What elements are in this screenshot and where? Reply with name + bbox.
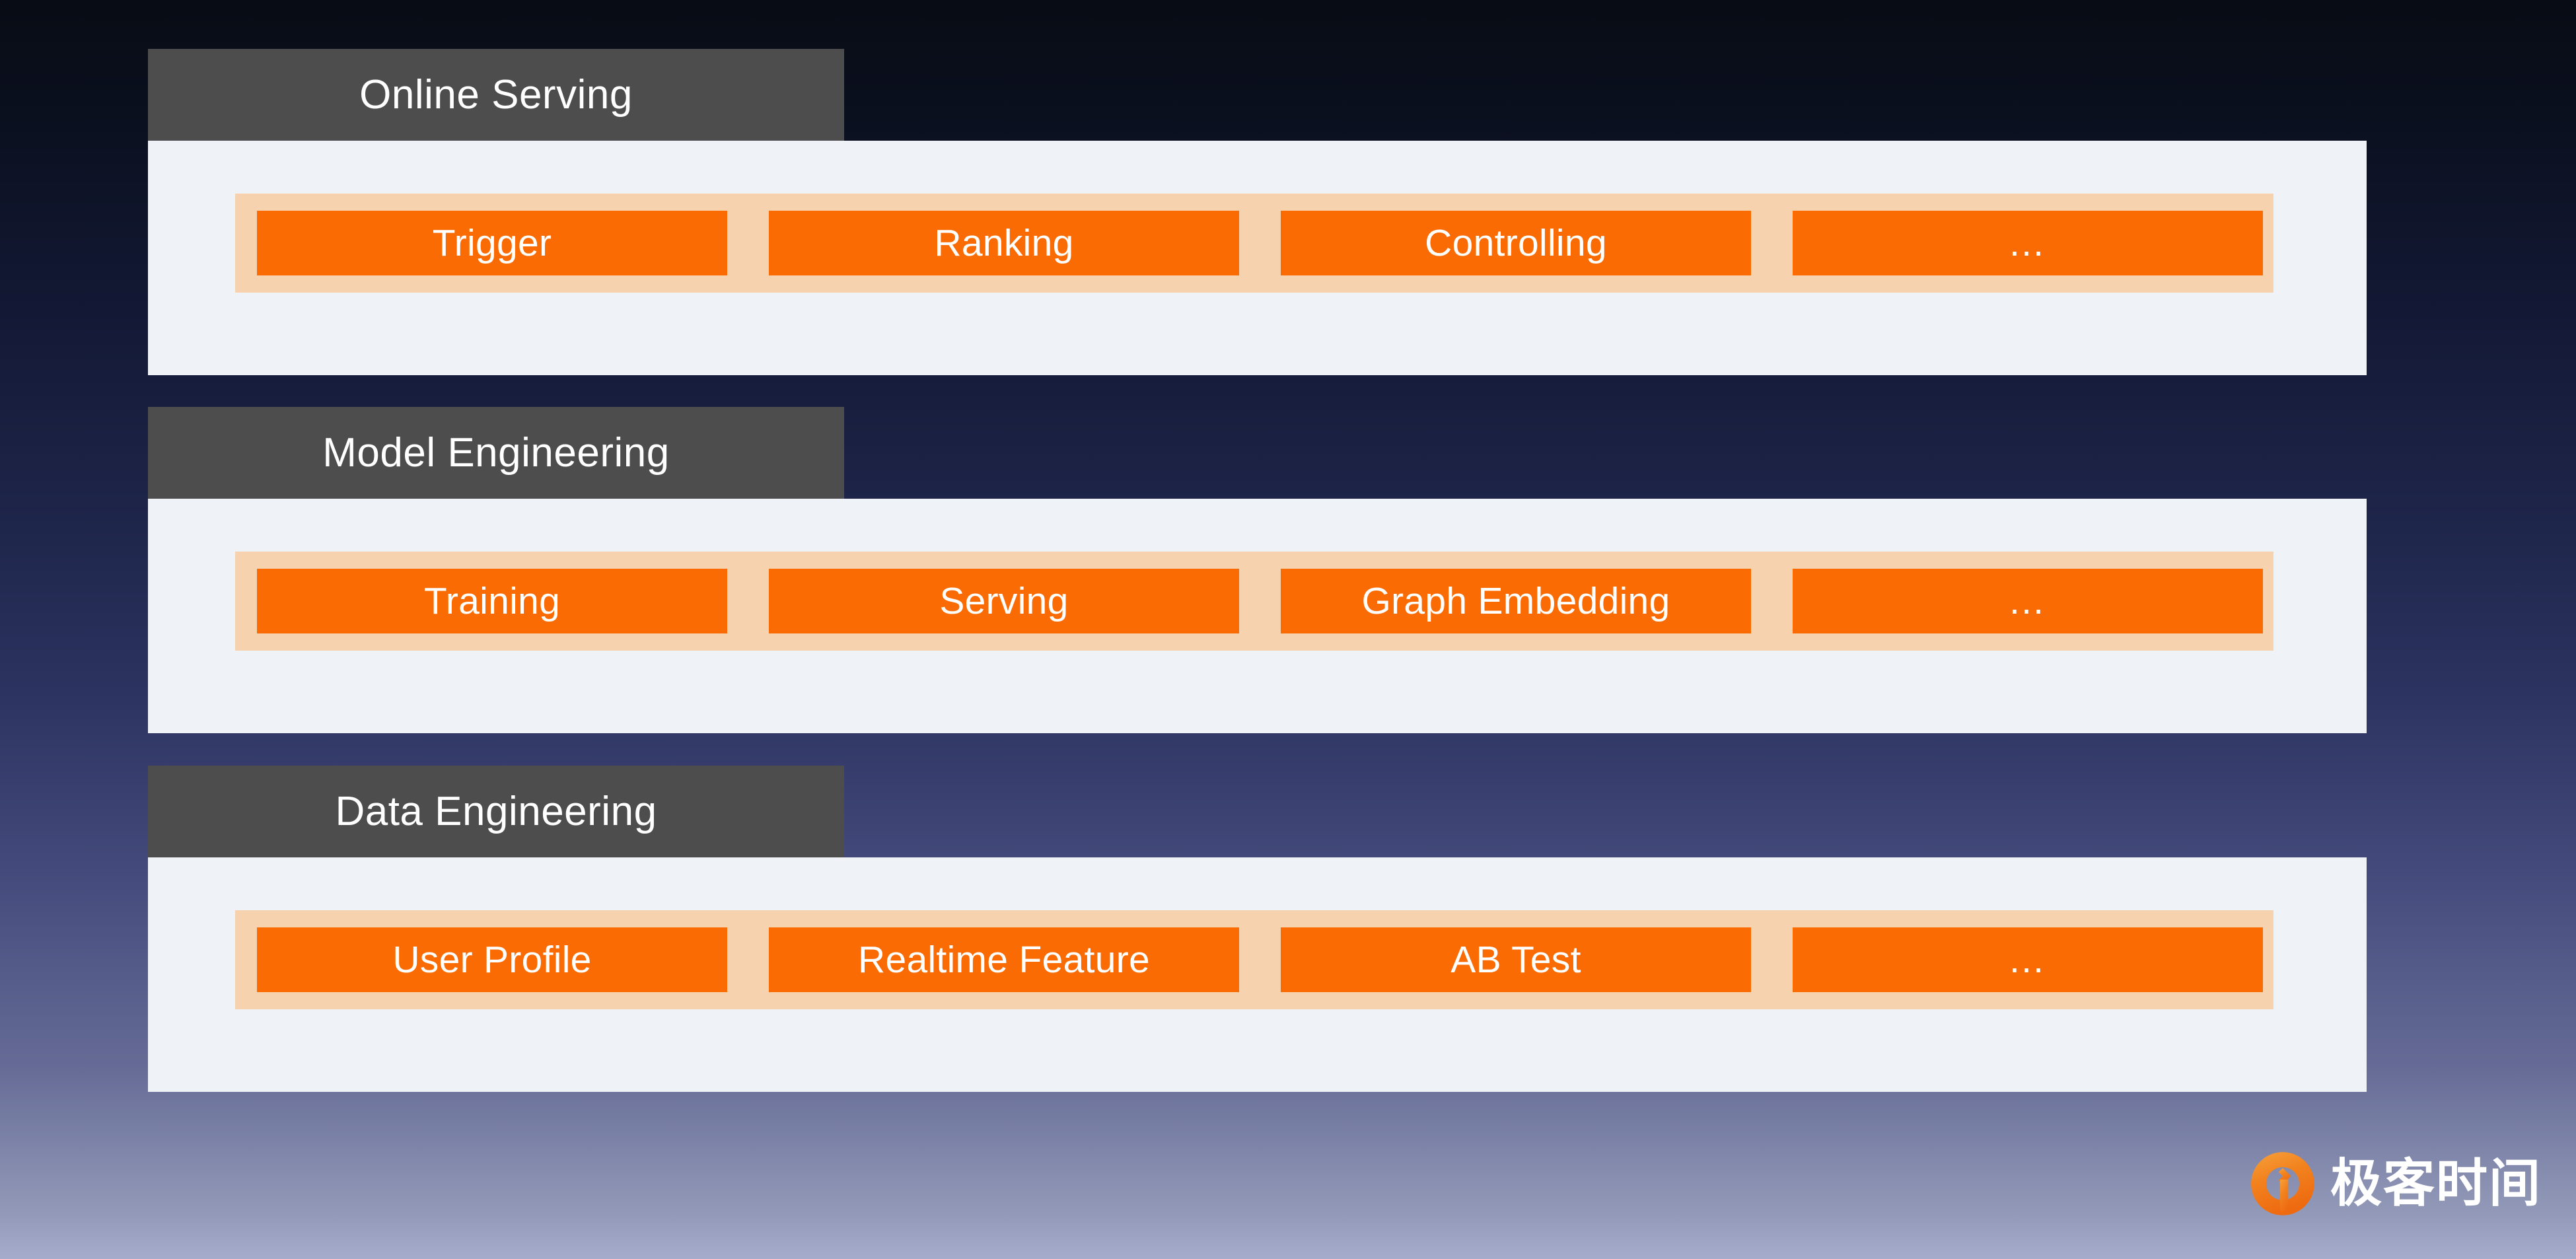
chip-rail: User Profile Realtime Feature AB Test … (235, 910, 2273, 1009)
chip-label: Serving (939, 579, 1069, 622)
brand-logo: 极客时间 (2248, 1149, 2542, 1218)
chip-serving[interactable]: Serving (769, 569, 1239, 633)
chip-ab-test[interactable]: AB Test (1281, 927, 1751, 992)
chip-trigger[interactable]: Trigger (257, 211, 727, 275)
chip-more-data-engineering[interactable]: … (1793, 927, 2263, 992)
chip-realtime-feature[interactable]: Realtime Feature (769, 927, 1239, 992)
layer-title: Model Engineering (322, 429, 670, 476)
brand-name: 极客时间 (2330, 1154, 2542, 1213)
chip-graph-embedding[interactable]: Graph Embedding (1281, 569, 1751, 633)
chip-label: Realtime Feature (858, 938, 1150, 981)
layer-panel-model-engineering: Training Serving Graph Embedding … (148, 499, 2367, 733)
chip-label: Graph Embedding (1361, 579, 1670, 622)
chip-label: Training (423, 579, 561, 622)
chip-label: … (2007, 938, 2048, 981)
chip-label: Controlling (1425, 221, 1607, 264)
layer-panel-data-engineering: User Profile Realtime Feature AB Test … (148, 857, 2367, 1092)
layer-panel-online-serving: Trigger Ranking Controlling … (148, 141, 2367, 375)
chip-controlling[interactable]: Controlling (1281, 211, 1751, 275)
layer-header-online-serving: Online Serving (148, 49, 844, 141)
chip-training[interactable]: Training (257, 569, 727, 633)
chip-more-model-engineering[interactable]: … (1793, 569, 2263, 633)
chip-more-online-serving[interactable]: … (1793, 211, 2263, 275)
geekbang-circle-logo-icon (2248, 1149, 2317, 1218)
chip-user-profile[interactable]: User Profile (257, 927, 727, 992)
chip-rail: Trigger Ranking Controlling … (235, 194, 2273, 293)
layer-header-model-engineering: Model Engineering (148, 407, 844, 499)
layer-title: Data Engineering (335, 788, 657, 834)
chip-label: User Profile (392, 938, 592, 981)
chip-label: … (2007, 579, 2048, 622)
chip-label: … (2007, 221, 2048, 264)
chip-label: Trigger (432, 221, 552, 264)
chip-label: AB Test (1450, 938, 1581, 981)
chip-ranking[interactable]: Ranking (769, 211, 1239, 275)
layer-title: Online Serving (359, 71, 633, 118)
layer-header-data-engineering: Data Engineering (148, 766, 844, 857)
chip-rail: Training Serving Graph Embedding … (235, 552, 2273, 651)
chip-label: Ranking (934, 221, 1074, 264)
